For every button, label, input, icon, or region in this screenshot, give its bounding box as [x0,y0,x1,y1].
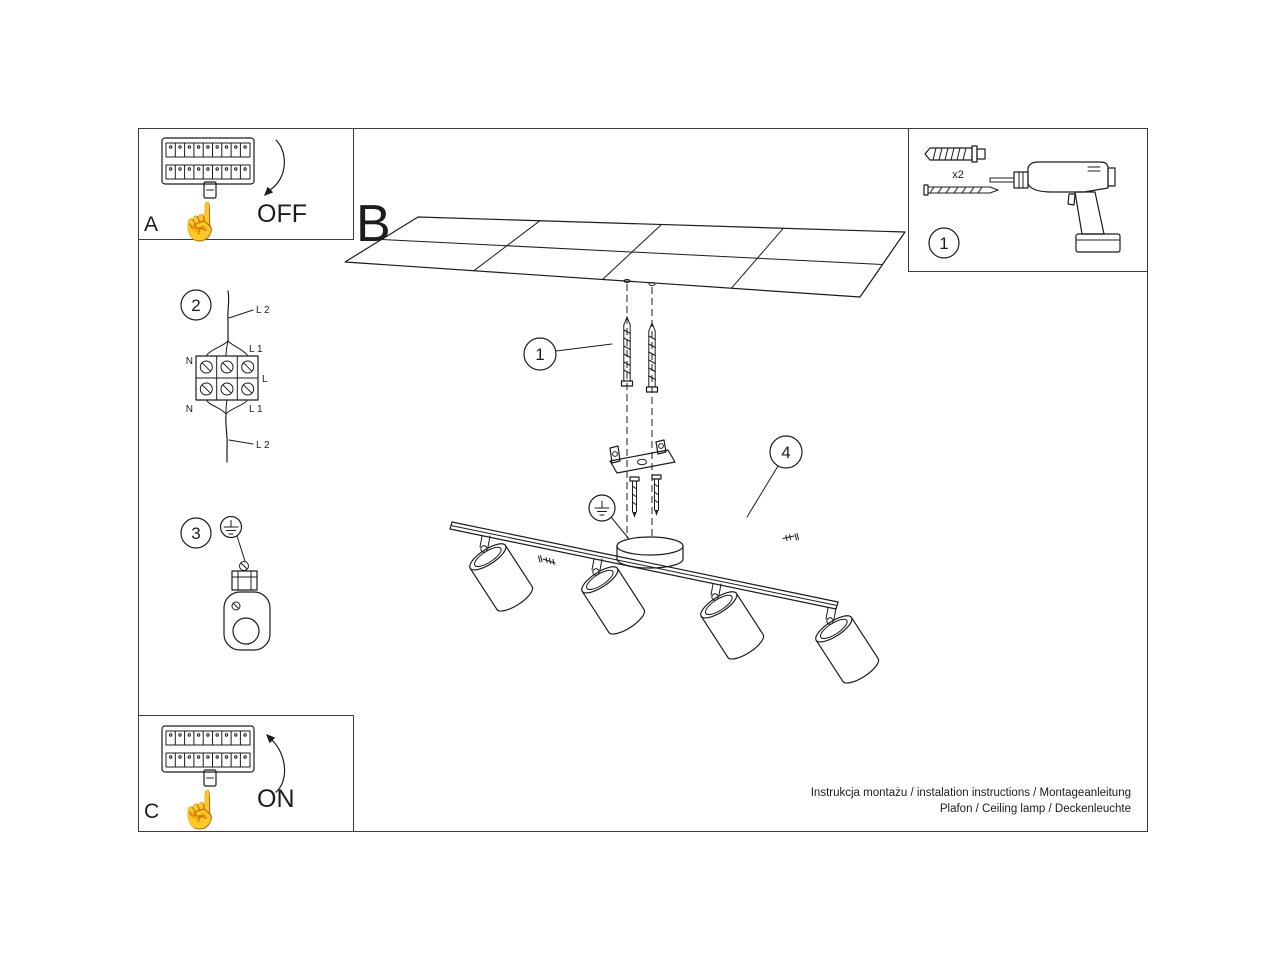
wire-label-n-bottom: N [186,404,193,415]
flip-down-arrowhead-icon [264,186,274,196]
anchor-qty-label: x2 [952,169,964,181]
grounding-step: 3 [180,515,271,651]
panel-c-frame [138,715,354,832]
outgoing-cable [225,413,228,463]
panel-a-state-label: OFF [257,200,307,228]
earth-symbol-icon [219,515,243,539]
panel-c-letter: C [144,800,159,823]
terminal-block [195,355,259,401]
lamp-rail [449,521,839,610]
wiring-diagram: 2 L 2 N L 1 L N L 1 L 2 [180,289,270,463]
mounting-screw-icon [645,321,659,393]
callout-1-badge [523,337,557,371]
step-3-number: 3 [191,524,200,543]
canopy-screw-icon [629,476,640,518]
panel-power-on: ON C [138,715,354,832]
breaker-panel-off-icon [161,137,255,244]
callout-1-leader [555,343,613,352]
rail-screw-icon [782,533,799,541]
panel-c-state-label: ON [257,785,295,813]
spot-head [581,558,646,635]
earth-point-icon [588,494,630,540]
wire-label-incoming: L 2 [256,305,270,316]
step-2-number: 2 [191,296,200,315]
step-2-badge [180,289,212,321]
flip-down-arrow-icon [269,139,285,191]
rail-screw-icon [538,555,556,565]
step-1-number: 1 [939,234,948,253]
flip-up-arrowhead-icon [266,734,276,744]
breaker-panel-on-icon [161,725,255,832]
wire-label-outgoing: L 2 [256,440,270,451]
spot-head [815,607,880,684]
wall-anchor-icon [924,145,986,163]
section-b-label: B [356,195,391,253]
step-1-badge [928,227,960,259]
callout-1-number: 1 [535,345,544,364]
step-3-badge [180,517,212,549]
spot-head [700,583,765,660]
callout-4-leader [746,465,779,518]
callout-4-number: 4 [781,443,790,462]
wire-label-l1-bottom: L 1 [249,404,263,415]
incoming-cable [227,290,230,342]
sheet-frame [138,128,1148,832]
mounting-bracket [609,439,676,474]
spot-head [469,535,534,612]
panel-tools: x2 1 [908,128,1148,272]
panel-a-frame [138,128,354,240]
mounting-screw-icon [620,315,634,387]
footer-line-2: Plafon / Ceiling lamp / Deckenleuchte [940,803,1131,815]
panel-power-off: OFF A [138,128,354,244]
footer-line-1: Instrukcja montażu / instalation instruc… [811,787,1131,799]
wire-label-l1-top: L 1 [249,344,263,355]
tools-frame [908,128,1148,272]
canopy [616,536,684,569]
panel-a-letter: A [144,213,158,236]
mounting-screw-tool-icon [923,184,1000,196]
flip-up-arrow-icon [271,739,286,793]
wire-label-n-top: N [186,356,193,367]
ground-clamp-icon [223,561,271,651]
canopy-screw-icon [651,474,662,516]
drill-icon [989,161,1121,253]
wire-label-l-mid: L [262,374,268,385]
ceiling-grid [344,216,906,298]
callout-4-badge [769,435,803,469]
assembly-view: B 1 [344,195,906,684]
